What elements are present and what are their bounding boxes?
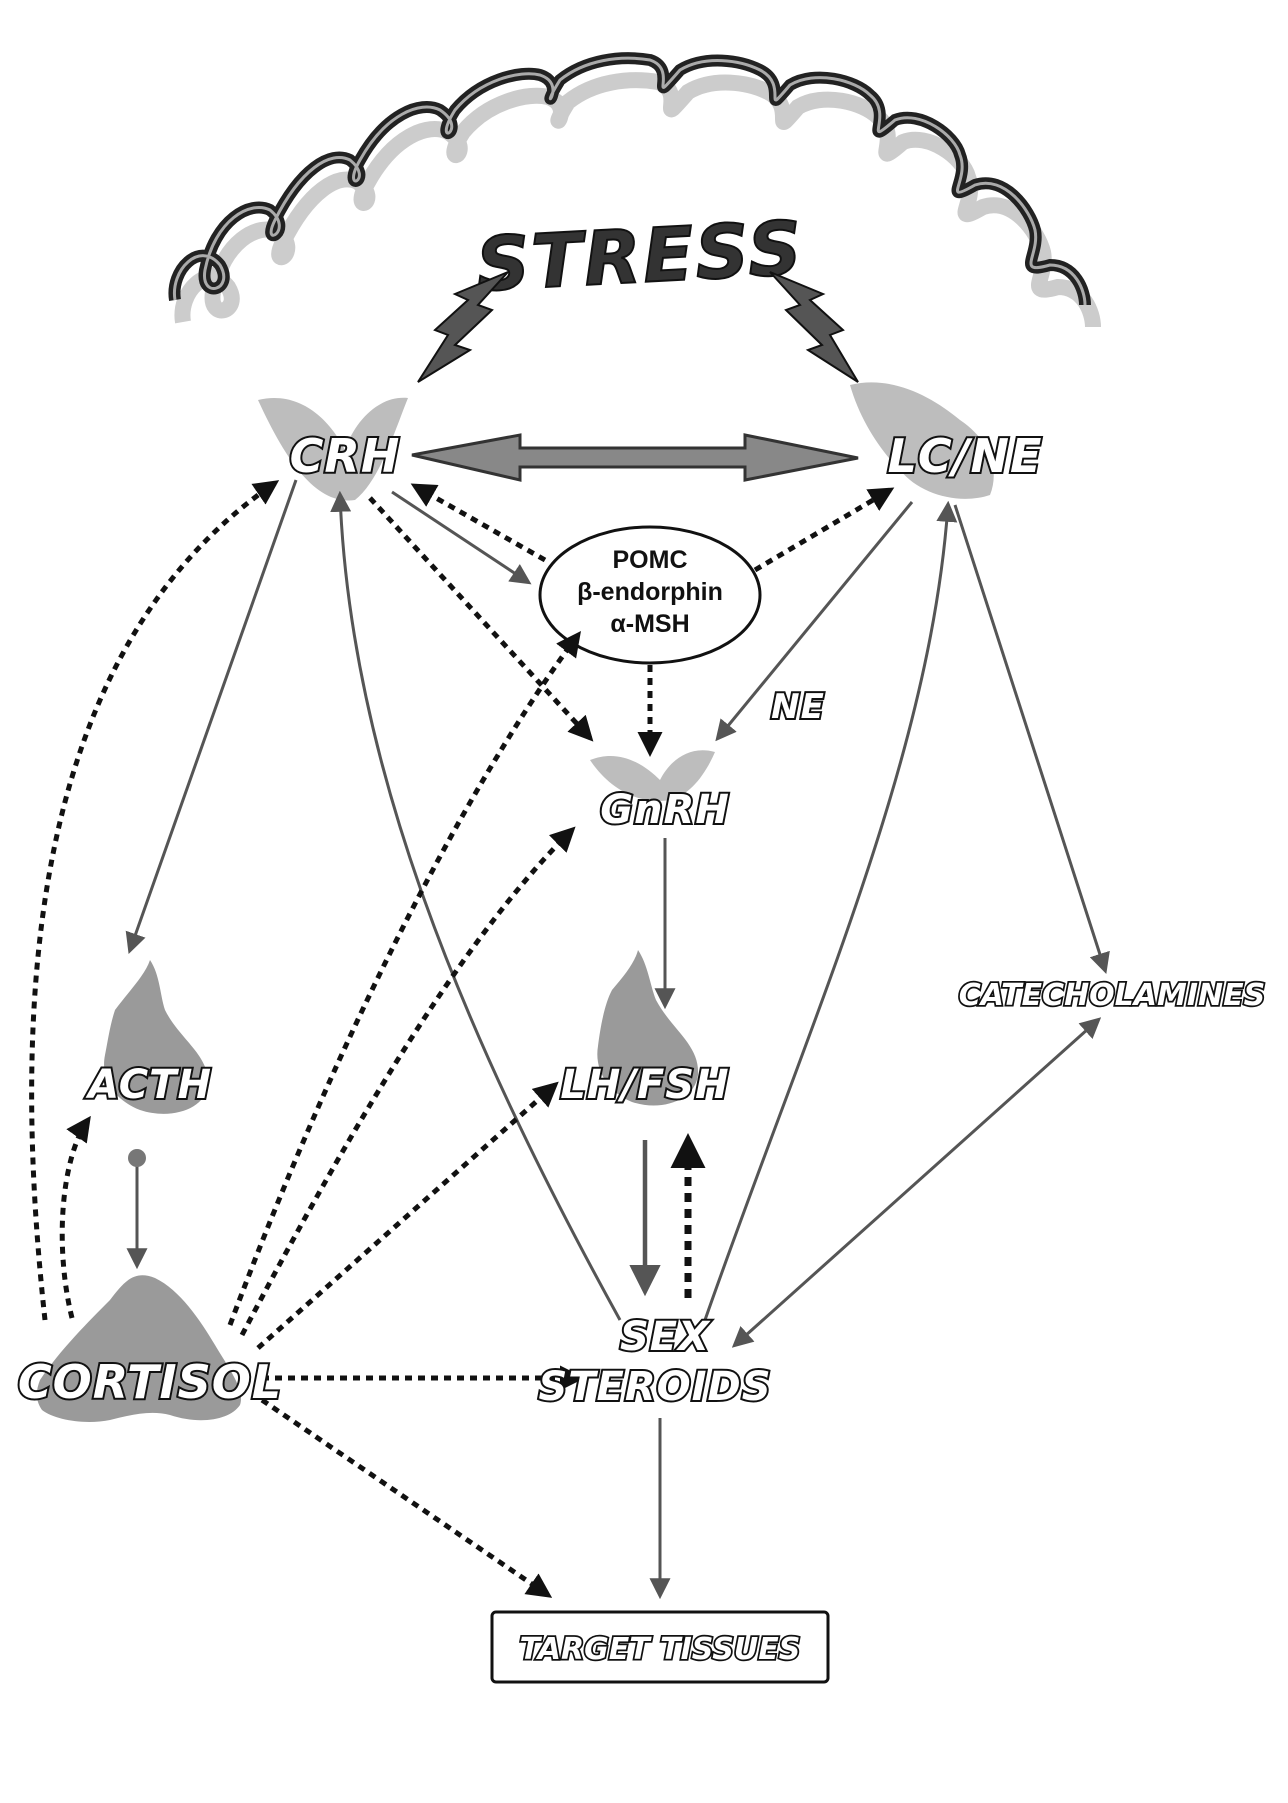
dashed-arrows [29,480,895,1598]
arrow-cortisol-target [260,1397,553,1598]
gnrh-hypothalamus-shape [590,750,715,801]
lightning-bolt-left-icon [417,271,509,383]
lc-ne-locus-shape [850,382,994,499]
arrow-crh-gnrh [368,496,594,742]
arrow-lcne-gnrh [715,501,914,742]
alpha-msh-label: α-MSH [610,610,689,638]
brain-cortex-shape [168,52,1101,328]
gnrh-label: GnRH [600,787,730,833]
arrow-catecholamines-sexsteroids [731,1017,1102,1348]
lc-ne-label: LC/NE [888,429,1043,483]
arrow-crh-acth [125,479,298,954]
catecholamines-label: CATECHOLAMINES [959,978,1266,1013]
steroids-label: STEROIDS [538,1364,771,1410]
crh-hypothalamus-shape [258,397,408,501]
arrow-pomc-lcne [753,487,895,573]
arrow-cortisol-lhfsh [256,1081,559,1350]
target-tissues-node: TARGET TISSUES [490,1610,830,1684]
stress-title: STRESS [474,205,805,308]
ne-label: NE [771,687,825,727]
pomc-node: POMC β-endorphin α-MSH [538,525,762,665]
arrow-cortisol-pomc [227,630,581,1326]
acth-pituitary-shape [104,960,209,1114]
arrow-sexsteroids-crh [330,490,622,1321]
cortisol-label: CORTISOL [18,1355,282,1409]
pomc-label: POMC [613,546,688,574]
target-tissues-label: TARGET TISSUES [520,1632,801,1667]
arrow-cortisol-acth [59,1115,91,1319]
beta-endorphin-label: β-endorphin [577,578,723,606]
crh-label: CRH [290,429,401,483]
acth-label: ACTH [85,1062,212,1108]
cortisol-adrenal-shape [36,1275,241,1422]
arrow-cortisol-gnrh [239,826,576,1337]
lh-fsh-label: LH/FSH [560,1062,729,1108]
lh-fsh-pituitary-shape [597,950,699,1106]
arrow-lcne-catecholamines [953,504,1110,974]
arrow-cortisol-crh [29,480,280,1321]
lightning-bolt-right-icon [769,271,859,383]
arrow-crh-pomc [391,490,532,585]
solid-arrows [125,479,1110,1600]
crh-lcne-double-arrow [411,433,859,482]
acth-inhibition-dot [128,1149,146,1167]
sex-label: SEX [620,1314,711,1360]
